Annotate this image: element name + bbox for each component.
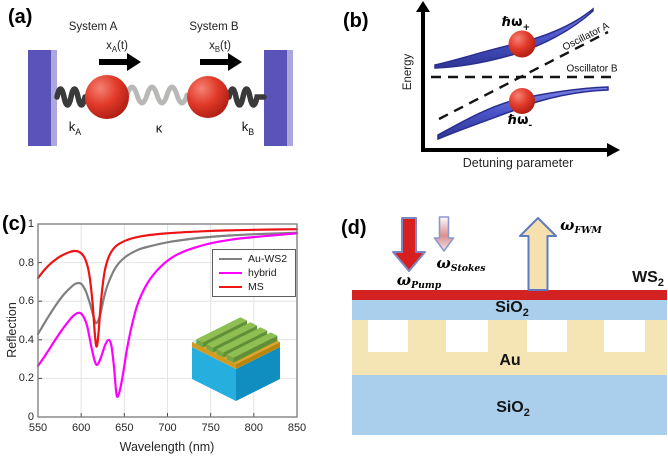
upper-branch-label: ℏω+ (501, 15, 531, 33)
spring-constant-b-label: kB (241, 119, 255, 137)
pump-arrow (392, 217, 426, 272)
panel-d-device-schematic: (d) ωPump ωStokes ωFWM WS2 SiO2 Au SiO2 (335, 205, 668, 458)
sio2-top-label: SiO2 (495, 298, 529, 320)
legend-swatch-au-ws2 (219, 257, 242, 261)
energy-axis-label: Energy (402, 53, 414, 91)
x-axis-arrowhead (607, 143, 620, 157)
oscillator-b-label: Oscillator B (566, 63, 618, 75)
spring-constant-a-label: kA (68, 119, 82, 137)
inset-metasurface-3d (192, 317, 280, 401)
spring-kb (226, 86, 267, 108)
wavelength-axis-label: Wavelength (nm) (119, 440, 215, 454)
legend-swatch-ms (219, 285, 242, 289)
panel-b-label: (b) (343, 10, 369, 32)
inset-gold-band-right (236, 342, 280, 369)
x-tick-label: 800 (244, 422, 264, 434)
panel-a-graphics (28, 50, 293, 146)
reflection-axis-label: Reflection (5, 302, 19, 358)
mass-a (85, 75, 129, 119)
mass-b (187, 76, 229, 118)
y-tick-label: 0.6 (18, 295, 34, 308)
fwm-frequency-label: ωFWM (560, 215, 602, 237)
x-tick-label: 650 (115, 422, 134, 434)
legend-swatch-hybrid (219, 271, 242, 275)
legend-entry-au-ws2: Au-WS2 (219, 253, 287, 265)
pump-frequency-label: ωPump (396, 270, 442, 292)
x-tick-label: 600 (71, 422, 91, 434)
displacement-arrow-b (200, 53, 242, 71)
curve-Au-WS2 (36, 231, 299, 336)
x-tick-label: 550 (28, 422, 48, 434)
oscillator-a-dashed-line (438, 30, 609, 121)
y-tick-label: 0.2 (18, 372, 34, 385)
inset-substrate-left-face (192, 347, 236, 401)
inset-gold-band-left (192, 342, 236, 369)
inset-grating-bar-4 (226, 332, 278, 363)
panel-b-anticrossing-diagram: (b) Energy Detuning parameter ℏω+ ℏω- Os… (335, 0, 668, 200)
x-tick-label: 750 (201, 422, 220, 434)
system-a-label: System A (68, 21, 118, 33)
au-hole-3 (527, 320, 567, 352)
y-tick-label: 1 (27, 218, 34, 230)
y-axis-arrowhead (416, 1, 430, 12)
au-hole-4 (604, 320, 645, 352)
ws2-layer (352, 290, 667, 300)
chart-curves (36, 228, 299, 398)
stokes-frequency-label: ωStokes (436, 253, 486, 275)
left-wall (28, 50, 57, 146)
sio2-bottom-label: SiO2 (496, 398, 530, 420)
upper-polariton-branch (434, 7, 594, 69)
reflection-chart (36, 223, 299, 418)
panel-d-label: (d) (341, 217, 367, 239)
sio2-top-layer (352, 300, 667, 320)
x-tick-label: 850 (287, 422, 307, 434)
legend-entry-hybrid: hybrid (219, 267, 287, 279)
panel-a-coupled-oscillators: (a) System A System B xA(t) xB(t) kA κ k… (0, 0, 333, 200)
lower-polariton-branch (437, 86, 609, 141)
y-tick-label: 0.8 (18, 256, 34, 269)
spring-coupling (124, 84, 190, 106)
sio2-bottom-layer (352, 375, 667, 435)
spring-ka (54, 86, 88, 108)
detuning-axis-label: Detuning parameter (462, 156, 574, 170)
panel-b-graphics (416, 1, 620, 157)
curve-hybrid (36, 232, 299, 398)
lower-branch-ball (509, 88, 535, 114)
panel-c-label: (c) (2, 213, 27, 235)
panel-a-label: (a) (8, 6, 33, 28)
displacement-b-label: xB(t) (209, 39, 231, 55)
system-b-label: System B (189, 21, 239, 33)
au-label: Au (499, 352, 521, 369)
inset-substrate-right-face (236, 347, 280, 401)
displacement-arrow-a (99, 53, 141, 71)
right-wall (264, 50, 293, 146)
y-tick-label: 0 (27, 411, 34, 423)
upper-branch-ball (508, 30, 536, 58)
coupling-constant-label: κ (155, 120, 163, 136)
panel-d-graphics (352, 216, 667, 435)
lower-branch-label: ℏω- (507, 113, 533, 131)
x-tick-label: 700 (158, 422, 177, 434)
chart-legend: Au-WS2 hybrid MS (212, 249, 297, 297)
ws2-label: WS2 (632, 268, 664, 290)
y-tick-label: 0.4 (18, 333, 34, 346)
au-hole-1 (368, 320, 408, 352)
curve-MS (36, 228, 299, 348)
legend-entry-ms: MS (219, 281, 287, 293)
au-hole-2 (446, 320, 488, 352)
panel-c-reflection-chart: (c) Reflection Wavelength (nm) Au-WS2 hy… (0, 205, 333, 458)
axes-box (37, 223, 298, 418)
displacement-a-label: xA(t) (106, 39, 128, 55)
legend-label-au-ws2: Au-WS2 (248, 253, 288, 265)
fwm-arrow (519, 217, 557, 291)
legend-label-ms: MS (248, 281, 264, 293)
stokes-arrow (433, 216, 455, 252)
legend-label-hybrid: hybrid (248, 267, 277, 279)
